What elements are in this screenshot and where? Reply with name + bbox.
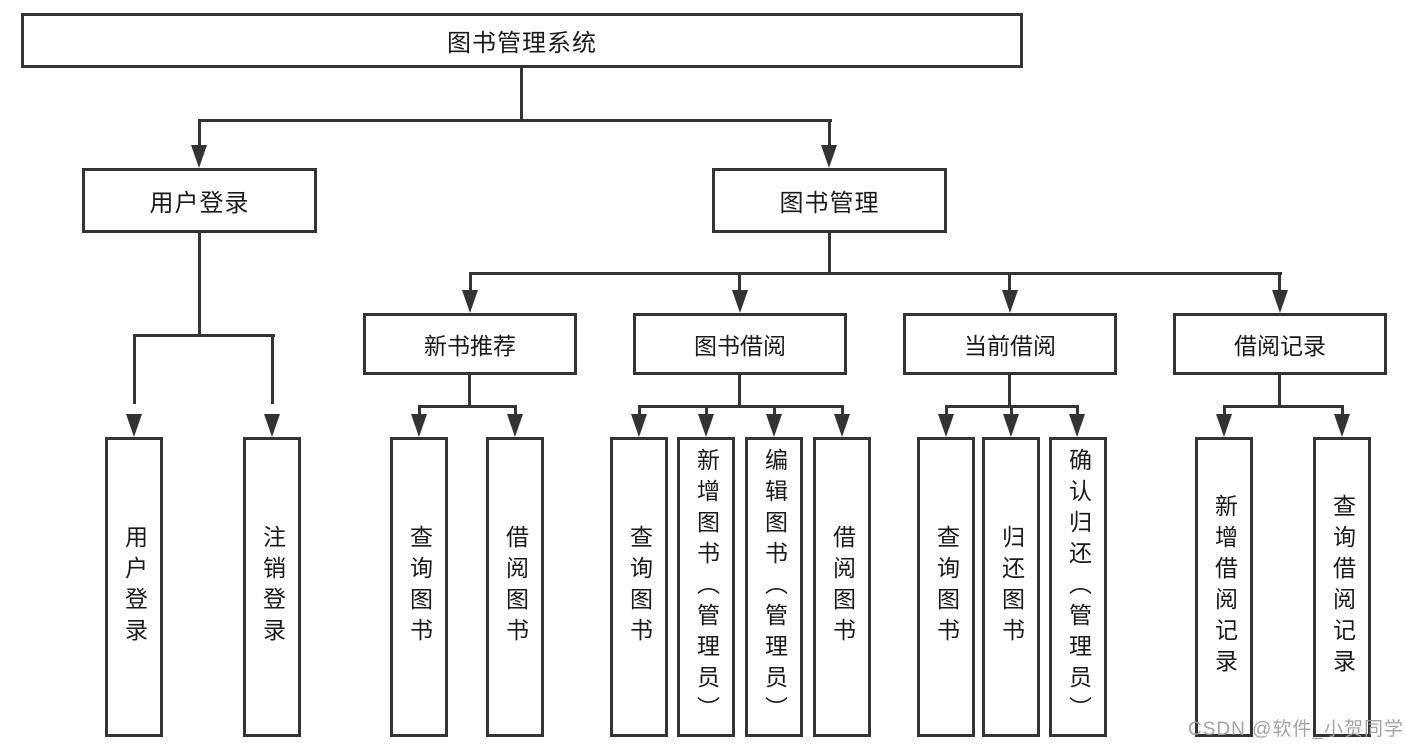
node-user-login: 用户登录 [82,168,317,233]
connector-root-stub [520,68,523,122]
connector-drop [418,405,421,417]
node-label: 图书管理 [779,190,880,217]
node-label: 查询图书 [626,525,653,649]
connector-stub [1008,375,1011,408]
leaf-query-book-3: 查询图书 [917,437,975,737]
connector-drop [271,334,274,404]
arrow-down-icon [411,414,427,437]
node-book-borrow: 图书借阅 [633,313,847,375]
node-label: 归还图书 [998,525,1025,649]
node-label: 新增借阅记录 [1211,494,1238,680]
connector-drop [705,405,708,417]
arrow-down-icon [834,414,850,437]
connector-drop [469,272,472,294]
connector-rail [418,405,517,408]
arrow-down-icon [732,290,748,313]
connector-drop [1223,405,1226,417]
connector-drop [133,334,136,404]
leaf-borrow-book-2: 借阅图书 [813,437,871,737]
node-label: 查询图书 [406,525,433,649]
connector-level3-rail [469,272,1282,275]
connector-drop [773,405,776,417]
connector-drop [738,272,741,294]
node-label: 借阅图书 [829,525,856,649]
arrow-down-icon [126,414,142,437]
node-label: 用户登录 [121,525,148,649]
node-current-borrow: 当前借阅 [903,313,1117,375]
arrow-down-icon [1272,290,1288,313]
node-label: 用户登录 [149,190,250,217]
arrow-down-icon [507,414,523,437]
node-borrow-record: 借阅记录 [1173,313,1387,375]
node-label: 图书借阅 [694,333,786,359]
leaf-query-borrow-record: 查询借阅记录 [1313,437,1371,737]
node-new-book-recommend: 新书推荐 [363,313,577,375]
connector-stub [1278,375,1281,408]
leaf-edit-book-admin: 编辑图书（管理员） [745,437,803,737]
arrow-down-icon [1216,414,1232,437]
leaf-borrow-book-1: 借阅图书 [486,437,544,737]
connector-drop [514,405,517,417]
connector-drop [638,405,641,417]
arrow-down-icon [1069,414,1085,437]
leaf-add-borrow-record: 新增借阅记录 [1195,437,1253,737]
node-label: 查询借阅记录 [1329,494,1356,680]
node-label: 借阅图书 [502,525,529,649]
connector-drop [1278,272,1281,294]
arrow-down-icon [821,145,837,168]
connector-drop-user-login [198,119,201,149]
connector-stub [468,375,471,408]
leaf-add-book-admin: 新增图书（管理员） [677,437,735,737]
connector-drop-book-mgmt [828,119,831,149]
leaf-query-book-2: 查询图书 [610,437,668,737]
arrow-down-icon [264,414,280,437]
node-label: 新增图书（管理员） [693,447,720,727]
arrow-down-icon [1334,414,1350,437]
connector-stub [738,375,741,408]
connector-user-login-stub [198,233,201,337]
arrow-down-icon [1003,414,1019,437]
node-book-mgmt: 图书管理 [712,168,947,233]
connector-user-login-rail [133,334,275,337]
arrow-down-icon [1002,290,1018,313]
connector-rail [638,405,844,408]
node-label: 确认归还（管理员） [1065,447,1092,727]
node-label: 当前借阅 [964,333,1056,359]
node-label: 编辑图书（管理员） [761,447,788,727]
arrow-down-icon [191,145,207,168]
node-label: 借阅记录 [1234,333,1326,359]
arrow-down-icon [631,414,647,437]
connector-drop [1341,405,1344,417]
arrow-down-icon [938,414,954,437]
arrow-down-icon [462,290,478,313]
connector-level2-rail [198,119,832,122]
connector-drop [1010,405,1013,417]
connector-book-mgmt-stub [828,233,831,275]
leaf-logout: 注销登录 [243,437,301,737]
leaf-user-login: 用户登录 [105,437,163,737]
node-label: 新书推荐 [424,333,516,359]
csdn-watermark: CSDN @软件_小贺同学 [1188,719,1404,740]
leaf-confirm-return-admin: 确认归还（管理员） [1049,437,1107,737]
node-root: 图书管理系统 [21,13,1023,68]
connector-drop [945,405,948,417]
arrow-down-icon [766,414,782,437]
leaf-query-book-1: 查询图书 [390,437,448,737]
leaf-return-book: 归还图书 [982,437,1040,737]
arrow-down-icon [698,414,714,437]
node-root-label: 图书管理系统 [447,30,597,57]
connector-drop [1076,405,1079,417]
node-label: 查询图书 [933,525,960,649]
connector-rail [1223,405,1344,408]
connector-drop [1008,272,1011,294]
connector-drop [841,405,844,417]
node-label: 注销登录 [259,525,286,649]
